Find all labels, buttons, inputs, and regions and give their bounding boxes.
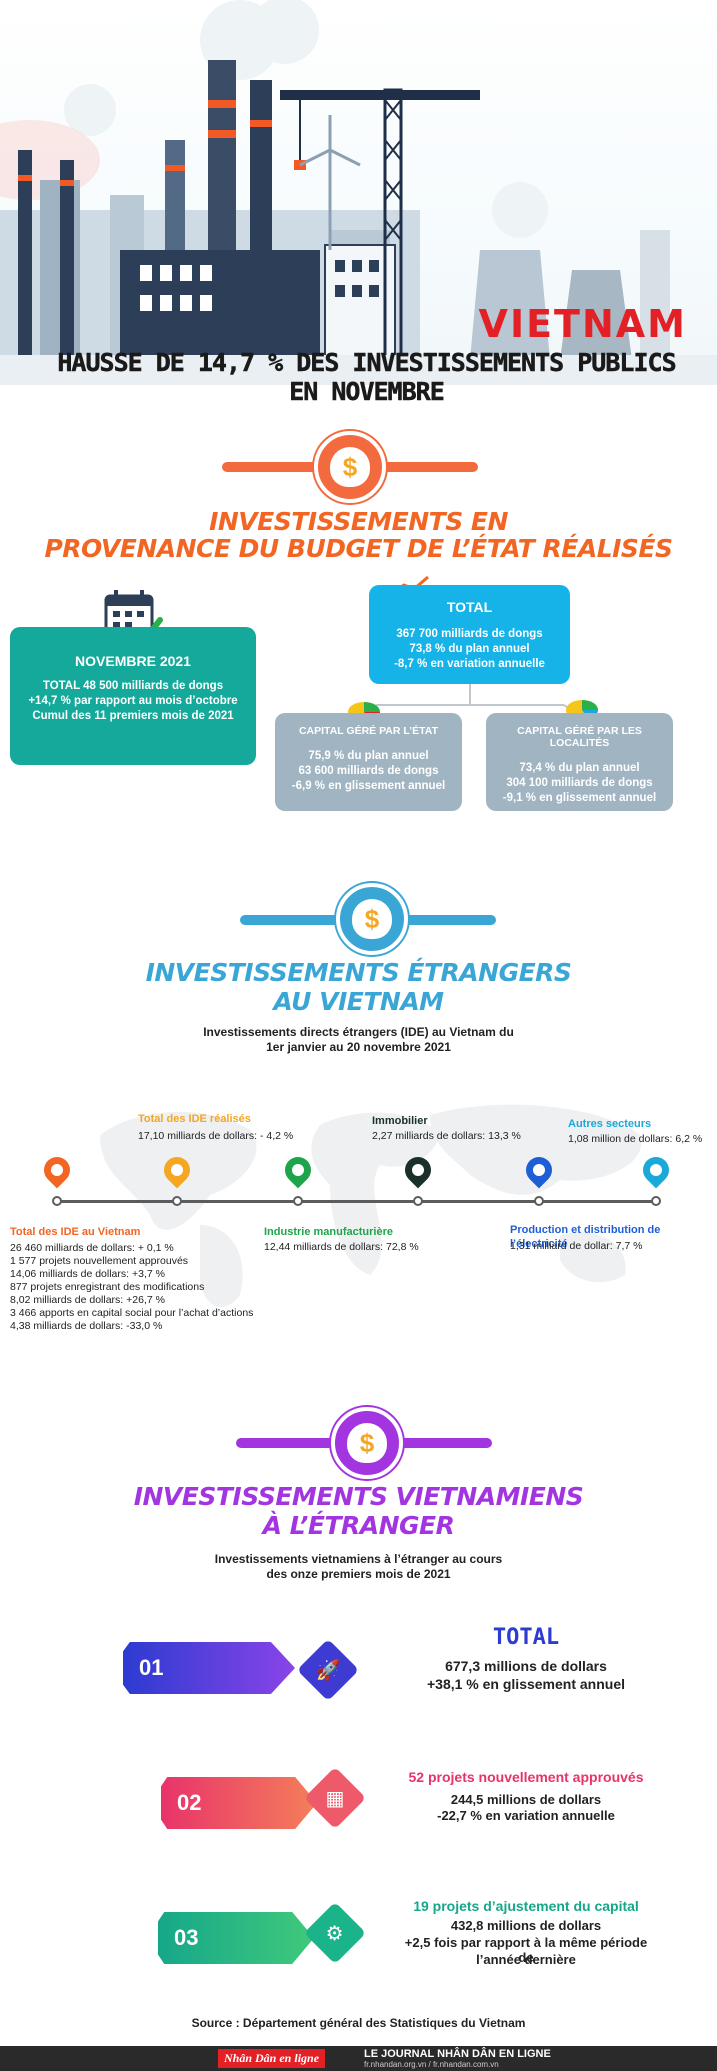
manufacturing-value: 12,44 milliards de dollars: 72,8 % — [264, 1241, 419, 1253]
local-capital-card: CAPITAL GÉRÉ PAR LES LOCALITÉS 73,4 % du… — [486, 713, 673, 811]
state-line: 63 600 milliards de dongs — [298, 765, 439, 777]
industrial-city-illustration — [0, 0, 717, 385]
money-bag-icon: $ — [336, 883, 408, 955]
row-heading: 52 projets nouvellement approuvés — [408, 1769, 644, 1785]
local-line: 73,4 % du plan annuel — [519, 762, 640, 774]
row-line: +2,5 fois par rapport à la même période … — [404, 1935, 648, 1965]
row-line: 677,3 millions de dollars — [445, 1658, 607, 1674]
total-line: 73,8 % du plan annuel — [409, 643, 530, 655]
section3-subtitle-line1: Investissements vietnamiens à l’étranger… — [214, 1552, 503, 1566]
footer-bar: Nhân Dân en ligne LE JOURNAL NHÂN DÂN EN… — [0, 2046, 717, 2071]
fdi-total-value: 14,06 milliards de dollars: +3,7 % — [10, 1268, 165, 1280]
november-2021-card: NOVEMBRE 2021 TOTAL 48 500 milliards de … — [10, 627, 256, 765]
row-heading: TOTAL — [492, 1625, 560, 1650]
total-heading: TOTAL — [446, 599, 493, 615]
timeline-dot — [52, 1196, 62, 1206]
section1-title-line2: PROVENANCE DU BUDGET DE L’ÉTAT RÉALISÉS — [44, 534, 673, 563]
row-number: 01 — [139, 1655, 164, 1680]
hero-banner: VIETNAM HAUSSE DE 14,7 % DES INVESTISSEM… — [0, 0, 717, 406]
section1-title-line1: INVESTISSEMENTS EN — [209, 507, 508, 536]
november-heading: NOVEMBRE 2021 — [75, 653, 191, 669]
footer-name: LE JOURNAL NHÂN DÂN EN LIGNE — [364, 2048, 551, 2060]
timeline-line — [55, 1200, 660, 1203]
source-note: Source : Département général des Statist… — [191, 2016, 526, 2030]
section2-title-line1: INVESTISSEMENTS ÉTRANGERS — [145, 958, 572, 987]
electricity-label: Production et distribution de l’électric… — [510, 1224, 661, 1250]
row-number: 02 — [177, 1790, 202, 1815]
section3-title-line1: INVESTISSEMENTS VIETNAMIENS — [133, 1482, 584, 1511]
section2-subtitle-line2: 1er janvier au 20 novembre 2021 — [266, 1040, 451, 1054]
real-estate-label: Immobilier — [372, 1115, 428, 1127]
row-line: 432,8 millions de dollars — [450, 1918, 602, 1933]
timeline-dot — [534, 1196, 544, 1206]
row-number-pill: 03 — [158, 1912, 314, 1964]
timeline-dot — [651, 1196, 661, 1206]
other-sectors-label: Autres secteurs — [568, 1118, 652, 1130]
gear-icon: ⚙ — [303, 1901, 367, 1965]
footer-logo: Nhân Dân en ligne — [218, 2049, 326, 2068]
row-line: l’année dernière — [476, 1952, 576, 1967]
timeline-dot — [172, 1196, 182, 1206]
state-line: 75,9 % du plan annuel — [308, 750, 429, 762]
section2-subtitle: Investissements directs étrangers (IDE) … — [0, 1025, 717, 1055]
fdi-total-value: 8,02 milliards de dollars: +26,7 % — [10, 1294, 165, 1306]
connector-line — [469, 684, 471, 704]
fdi-total-label: Total des IDE au Vietnam — [10, 1226, 141, 1238]
november-line: TOTAL 48 500 milliards de dongs — [42, 680, 224, 692]
money-bag-icon: $ — [331, 1407, 403, 1479]
state-line: -6,9 % en glissement annuel — [291, 780, 446, 792]
fdi-total-value: 877 projets enregistrant des modificatio… — [10, 1281, 205, 1293]
november-line: Cumul des 11 premiers mois de 2021 — [32, 710, 234, 722]
fdi-total-value: 3 466 apports en capital social pour l’a… — [10, 1307, 254, 1319]
total-line: 367 700 milliards de dongs — [396, 628, 543, 640]
total-card: TOTAL 367 700 milliards de dongs 73,8 % … — [369, 585, 570, 684]
section3-subtitle: Investissements vietnamiens à l’étranger… — [0, 1552, 717, 1582]
section3-title-line2: À L’ÉTRANGER — [262, 1511, 455, 1540]
state-capital-card: CAPITAL GÉRÉ PAR L’ÉTAT 75,9 % du plan a… — [275, 713, 462, 811]
fdi-total-value: 26 460 milliards de dollars: + 0,1 % — [10, 1242, 174, 1254]
country-title: VIETNAM — [478, 302, 687, 346]
rocket-icon: 🚀 — [296, 1638, 360, 1702]
row-number-pill: 01 — [123, 1642, 295, 1694]
state-heading: CAPITAL GÉRÉ PAR L’ÉTAT — [298, 725, 439, 737]
row-line: 244,5 millions de dollars — [450, 1792, 602, 1807]
row-line: -22,7 % en variation annuelle — [437, 1808, 615, 1823]
row-number: 03 — [174, 1925, 199, 1950]
fdi-realized-label: Total des IDE réalisés — [138, 1113, 251, 1125]
section2-title-line2: AU VIETNAM — [273, 987, 444, 1016]
page-title: HAUSSE DE 14,7 % DES INVESTISSEMENTS PUB… — [57, 348, 677, 407]
calculator-icon: ▦ — [303, 1766, 367, 1830]
local-line: -9,1 % en glissement annuel — [502, 792, 657, 804]
manufacturing-label: Industrie manufacturière — [264, 1226, 393, 1238]
fdi-total-value: 1 577 projets nouvellement approuvés — [10, 1255, 189, 1267]
fdi-total-value: 4,38 milliards de dollars: -33,0 % — [10, 1320, 163, 1332]
section2-subtitle-line1: Investissements directs étrangers (IDE) … — [203, 1025, 514, 1039]
money-bag-icon: $ — [314, 431, 386, 503]
footer-urls[interactable]: fr.nhandan.org.vn / fr.nhandan.com.vn — [364, 2060, 499, 2069]
section3-subtitle-line2: des onze premiers mois de 2021 — [266, 1567, 451, 1581]
electricity-value: 1,31 milliard de dollar: 7,7 % — [510, 1240, 643, 1252]
row-heading: 19 projets d’ajustement du capital — [413, 1898, 639, 1914]
row-line: +38,1 % en glissement annuel — [426, 1676, 626, 1692]
row-number-pill: 02 — [161, 1777, 317, 1829]
timeline-dot — [293, 1196, 303, 1206]
fdi-realized-value: 17,10 milliards de dollars: - 4,2 % — [138, 1130, 294, 1142]
other-sectors-value: 1,08 million de dollars: 6,2 % — [568, 1133, 703, 1145]
total-line: -8,7 % en variation annuelle — [394, 658, 545, 670]
timeline-dot — [413, 1196, 423, 1206]
november-line: +14,7 % par rapport au mois d’octobre — [28, 695, 238, 707]
local-line: 304 100 milliards de dongs — [506, 777, 653, 789]
local-heading: CAPITAL GÉRÉ PAR LES LOCALITÉS — [517, 725, 642, 749]
real-estate-value: 2,27 milliards de dollars: 13,3 % — [372, 1130, 521, 1142]
